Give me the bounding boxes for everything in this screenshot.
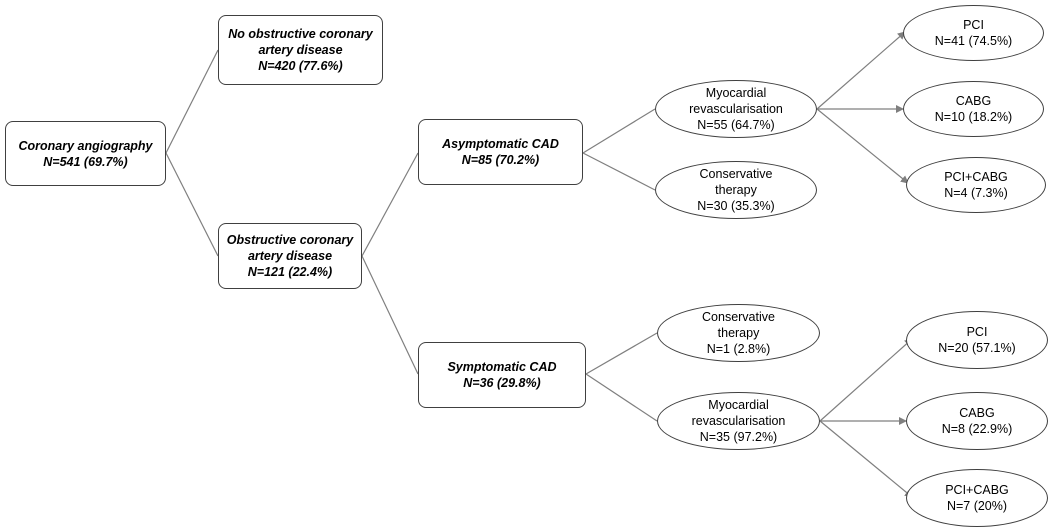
edge-sym-revasc xyxy=(585,373,658,422)
edge-angio-obs-cad xyxy=(165,152,219,257)
node-obstructive-cad: Obstructive coronary artery disease N=12… xyxy=(218,223,362,289)
node-value: N=420 (77.6%) xyxy=(258,59,343,73)
node-label: Symptomatic CAD xyxy=(447,360,557,374)
node-asym-conservative-therapy: Conservative therapy N=30 (35.3%) xyxy=(655,161,817,219)
node-asym-myocardial-revascularisation: Myocardial revascularisation N=55 (64.7%… xyxy=(655,80,817,138)
edge-sym-cons xyxy=(585,332,658,375)
node-label: PCI xyxy=(966,325,988,339)
edge-asym-revasc xyxy=(582,108,656,154)
node-label: CABG xyxy=(959,406,995,420)
node-value: N=41 (74.5%) xyxy=(934,34,1013,48)
edge-sym-revasc-pci xyxy=(819,338,913,422)
node-value: N=20 (57.1%) xyxy=(938,341,1016,355)
node-value: N=30 (35.3%) xyxy=(697,199,775,213)
node-coronary-angiography: Coronary angiography N=541 (69.7%) xyxy=(5,121,166,186)
node-label: revascularisation xyxy=(689,102,783,116)
node-label: Myocardial xyxy=(705,86,767,100)
node-value: N=10 (18.2%) xyxy=(934,110,1013,124)
node-asymptomatic-cad: Asymptomatic CAD N=85 (70.2%) xyxy=(418,119,583,185)
node-symptomatic-cad: Symptomatic CAD N=36 (29.8%) xyxy=(418,342,586,408)
node-value: N=1 (2.8%) xyxy=(706,342,771,356)
node-value: N=7 (20%) xyxy=(946,499,1008,513)
node-value: N=4 (7.3%) xyxy=(944,186,1008,200)
node-label: artery disease xyxy=(258,43,343,57)
node-sym-myocardial-revascularisation: Myocardial revascularisation N=35 (97.2%… xyxy=(657,392,820,450)
node-no-obstructive-cad: No obstructive coronary artery disease N… xyxy=(218,15,383,85)
node-sym-cabg: CABG N=8 (22.9%) xyxy=(906,392,1048,450)
node-asym-cabg: CABG N=10 (18.2%) xyxy=(903,81,1044,137)
node-label: Conservative xyxy=(702,310,775,324)
node-label: revascularisation xyxy=(691,414,786,428)
node-label: therapy xyxy=(715,183,757,197)
node-label: Asymptomatic CAD xyxy=(442,137,559,151)
node-value: N=541 (69.7%) xyxy=(43,154,128,169)
node-label: artery disease xyxy=(247,249,333,263)
edge-angio-no-cad xyxy=(165,49,219,154)
node-label: Obstructive coronary xyxy=(226,233,354,247)
node-label: Coronary angiography xyxy=(18,138,153,153)
node-value: N=35 (97.2%) xyxy=(699,430,778,444)
edge-obs-sym xyxy=(361,255,419,375)
edge-asym-revasc-pci xyxy=(816,31,906,110)
edge-sym-revasc-both xyxy=(819,420,913,498)
edge-asym-revasc-both xyxy=(816,108,909,184)
node-label: PCI+CABG xyxy=(945,483,1009,497)
node-sym-pci: PCI N=20 (57.1%) xyxy=(906,311,1048,369)
node-value: N=36 (29.8%) xyxy=(463,376,541,390)
node-label: Myocardial xyxy=(708,398,769,412)
node-asym-pci: PCI N=41 (74.5%) xyxy=(903,5,1044,61)
edge-asym-cons xyxy=(582,152,656,191)
node-asym-pci-cabg: PCI+CABG N=4 (7.3%) xyxy=(906,157,1046,213)
node-label: Conservative xyxy=(699,167,773,181)
node-label: PCI+CABG xyxy=(944,170,1008,184)
node-value: N=55 (64.7%) xyxy=(697,118,775,132)
node-label: PCI xyxy=(963,18,984,32)
node-sym-pci-cabg: PCI+CABG N=7 (20%) xyxy=(906,469,1048,527)
edge-obs-asym xyxy=(361,152,419,257)
node-label: No obstructive coronary xyxy=(228,27,373,41)
node-value: N=121 (22.4%) xyxy=(247,265,333,279)
node-label: CABG xyxy=(955,94,992,108)
node-label: therapy xyxy=(717,326,760,340)
node-value: N=8 (22.9%) xyxy=(941,422,1013,436)
node-sym-conservative-therapy: Conservative therapy N=1 (2.8%) xyxy=(657,304,820,362)
node-value: N=85 (70.2%) xyxy=(461,153,540,167)
